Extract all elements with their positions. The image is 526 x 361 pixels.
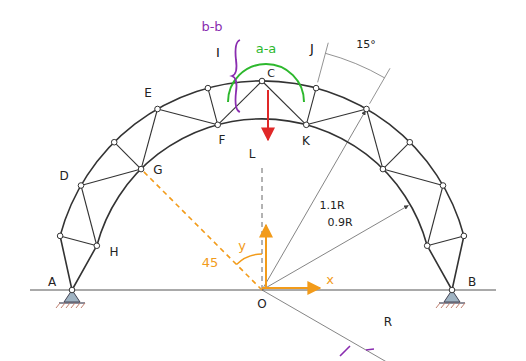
angle-label: 15° xyxy=(356,39,376,50)
joint-label: H xyxy=(109,246,118,258)
pin-joint xyxy=(313,85,319,91)
angle-label: 45 xyxy=(202,256,219,269)
ground-hatch xyxy=(56,303,60,308)
truss-members xyxy=(57,78,466,293)
ground-hatch xyxy=(451,303,455,308)
section-label: b-b xyxy=(201,20,222,33)
pin-joint xyxy=(380,166,386,172)
truss-member xyxy=(208,88,218,125)
joint-label: F xyxy=(219,134,226,146)
joint-label: I xyxy=(216,46,220,59)
ground-hatch xyxy=(461,303,465,308)
truss-member xyxy=(367,109,383,169)
section-mark xyxy=(228,64,304,102)
truss-member xyxy=(114,142,141,169)
ground-hatch xyxy=(436,303,440,308)
radius-line xyxy=(262,111,366,290)
dimension-lines xyxy=(262,43,444,361)
joint-label: A xyxy=(48,276,56,288)
section-bracket xyxy=(232,40,240,112)
truss-member xyxy=(306,109,366,125)
ground-hatch xyxy=(456,303,460,308)
support-base xyxy=(439,302,465,303)
truss-member xyxy=(427,236,464,246)
joint-label: B xyxy=(468,276,476,288)
truss-member xyxy=(383,142,410,169)
ground-hatch xyxy=(81,303,85,308)
ground-hatch xyxy=(441,303,445,308)
pin-joint xyxy=(424,243,430,249)
extension-line xyxy=(318,43,329,83)
pin-joint xyxy=(407,139,413,145)
pin-joint xyxy=(215,122,221,128)
center-line xyxy=(262,165,263,290)
joint-label: J xyxy=(310,42,314,55)
annotations xyxy=(144,40,374,356)
outer-chord xyxy=(60,81,464,290)
load-arrow xyxy=(267,90,269,140)
pin-joint xyxy=(259,78,265,84)
truss-member xyxy=(383,169,443,185)
pin-joint xyxy=(461,233,467,239)
pin-joint xyxy=(440,183,446,189)
ground-hatch xyxy=(76,303,80,308)
pin-joint xyxy=(205,85,211,91)
axis-label: y xyxy=(238,239,246,252)
angle-arc xyxy=(325,53,384,78)
pin-joint xyxy=(449,287,455,293)
pin-joint xyxy=(364,106,370,112)
section-label: a-a xyxy=(256,42,277,55)
dimension-label: R xyxy=(384,316,392,328)
joint-label: K xyxy=(302,135,310,147)
joint-label: D xyxy=(59,170,68,182)
support-base xyxy=(59,302,85,303)
pin-joint xyxy=(69,287,75,293)
truss-member xyxy=(81,169,141,185)
angle-line xyxy=(144,172,262,290)
joint-label: C xyxy=(267,68,275,79)
truss-member xyxy=(141,109,157,169)
pin-joint xyxy=(78,183,84,189)
load-label: L xyxy=(249,148,256,160)
ground-hatch xyxy=(61,303,65,308)
ground-hatch xyxy=(446,303,450,308)
ground-hatch xyxy=(66,303,70,308)
truss-member xyxy=(158,109,218,125)
joint-label: E xyxy=(144,87,152,99)
pin-joint xyxy=(155,106,161,112)
pin-joint xyxy=(111,139,117,145)
truss-member xyxy=(306,88,316,125)
dimension-label: 0.9R xyxy=(327,217,352,228)
pin-joint xyxy=(303,122,309,128)
pin-joint xyxy=(138,166,144,172)
pin-joint xyxy=(57,233,63,239)
radius-line xyxy=(262,290,444,361)
joint-label: G xyxy=(153,164,162,176)
pin-joint xyxy=(94,243,100,249)
truss-member xyxy=(81,186,97,246)
angle-arc xyxy=(237,254,263,265)
inner-chord xyxy=(72,119,452,290)
scribble xyxy=(340,346,374,356)
truss-member xyxy=(60,236,97,246)
radius-line xyxy=(262,206,408,291)
truss-member xyxy=(427,186,443,246)
dimension-label: 1.1R xyxy=(319,200,344,211)
x-axis-arrow xyxy=(262,287,320,289)
extension-line xyxy=(370,68,391,104)
point-label: O xyxy=(257,298,266,310)
ground-hatch xyxy=(71,303,75,308)
axis-label: x xyxy=(326,273,334,286)
truss-member xyxy=(218,81,262,125)
y-axis-arrow xyxy=(265,225,267,288)
